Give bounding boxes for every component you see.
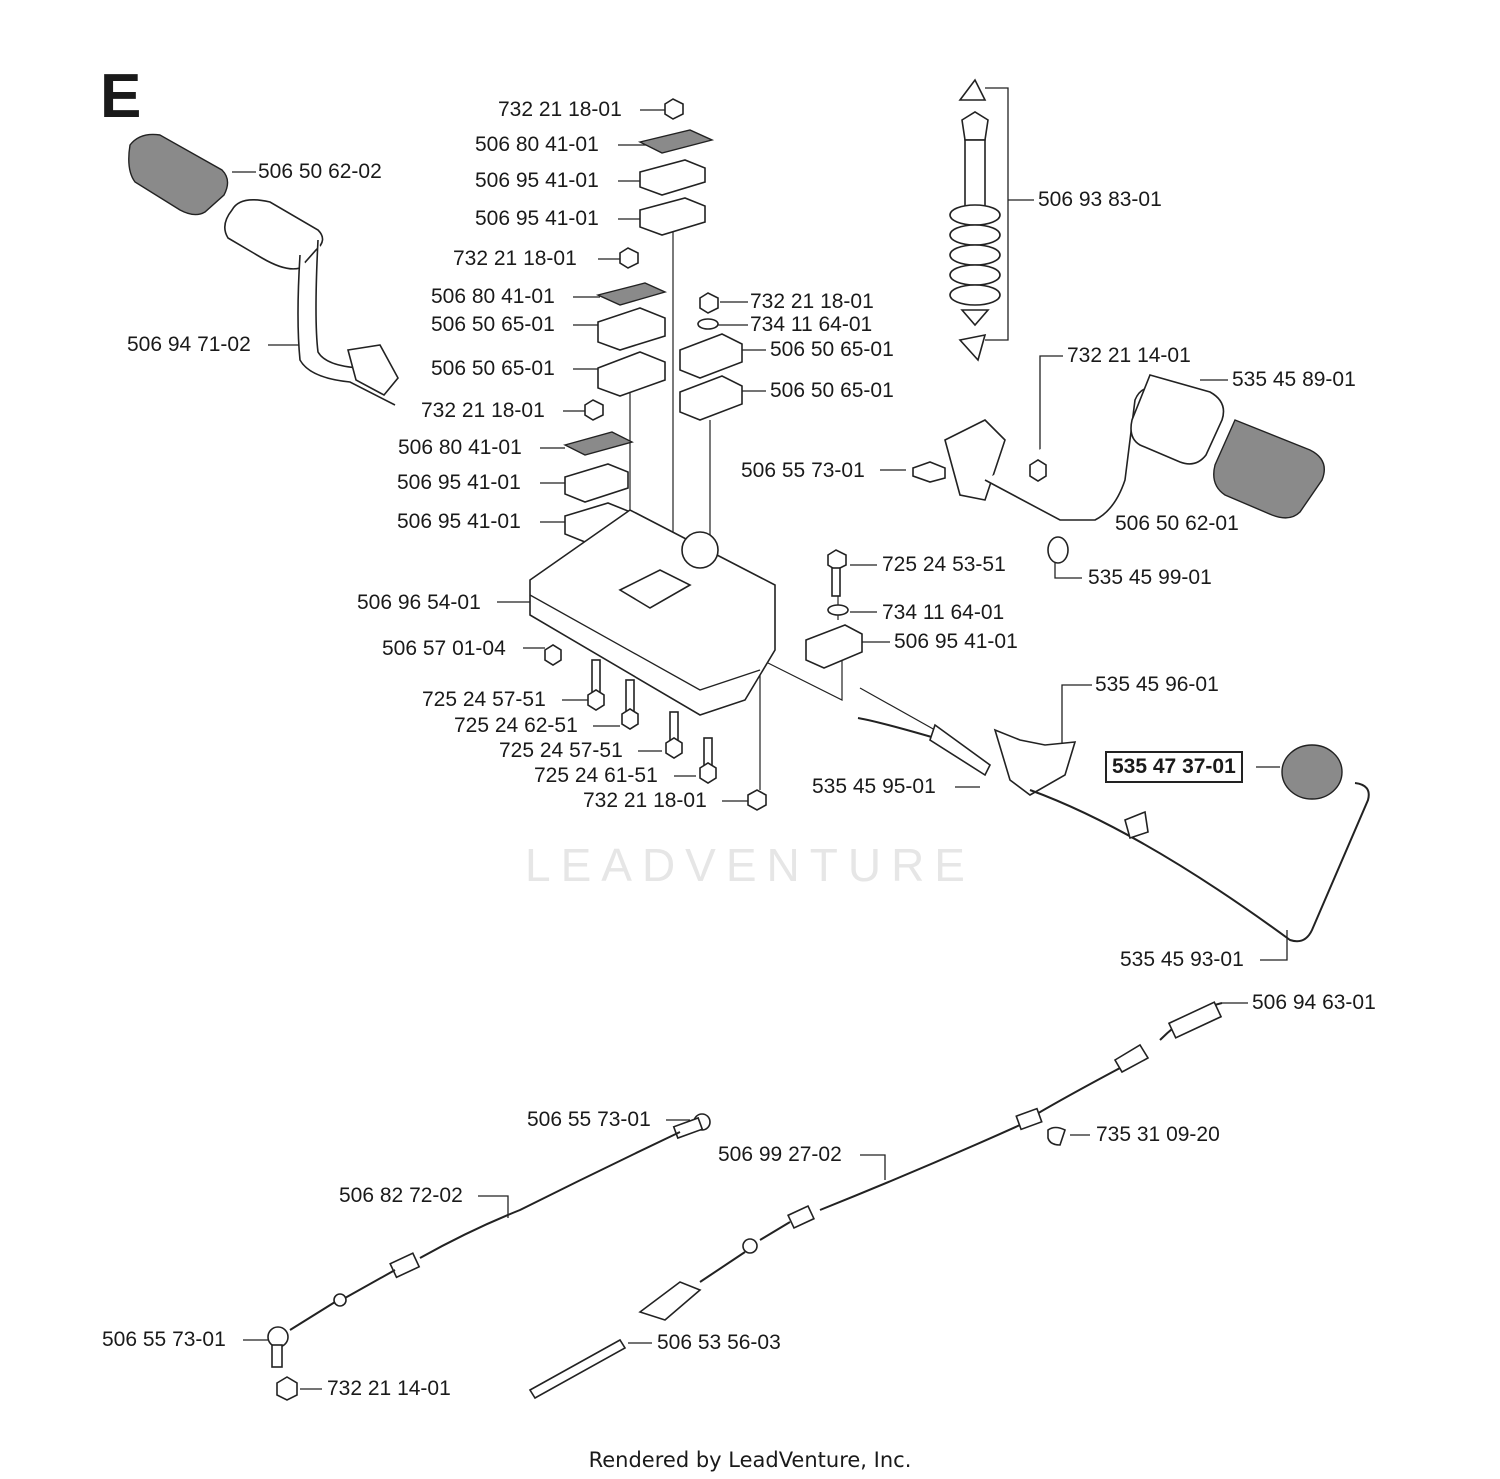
part-label[interactable]: 735 31 09-20 xyxy=(1096,1123,1220,1146)
part-label[interactable]: 506 94 71-02 xyxy=(127,333,251,356)
part-label[interactable]: 506 95 41-01 xyxy=(475,169,599,192)
part-label[interactable]: 732 21 14-01 xyxy=(327,1377,451,1400)
mounting-blocks-stack-center xyxy=(563,98,743,543)
part-label[interactable]: 725 24 53-51 xyxy=(882,553,1006,576)
left-pedal-assembly xyxy=(128,133,399,406)
part-label-highlighted[interactable]: 535 47 37-01 xyxy=(1105,751,1243,783)
part-label[interactable]: 506 55 73-01 xyxy=(102,1328,226,1351)
part-label[interactable]: 725 24 57-51 xyxy=(499,739,623,762)
part-label[interactable]: 506 95 41-01 xyxy=(397,510,521,533)
part-label[interactable]: 506 50 65-01 xyxy=(431,313,555,336)
part-label[interactable]: 506 80 41-01 xyxy=(398,436,522,459)
part-label[interactable]: 506 93 83-01 xyxy=(1038,188,1162,211)
part-label[interactable]: 535 45 99-01 xyxy=(1088,566,1212,589)
part-label[interactable]: 725 24 62-51 xyxy=(454,714,578,737)
part-label[interactable]: 506 50 65-01 xyxy=(770,338,894,361)
section-letter: E xyxy=(100,62,142,131)
part-label[interactable]: 535 45 96-01 xyxy=(1095,673,1219,696)
part-label[interactable]: 732 21 18-01 xyxy=(421,399,545,422)
part-label[interactable]: 506 80 41-01 xyxy=(475,133,599,156)
base-plate xyxy=(529,509,776,811)
part-label[interactable]: 725 24 57-51 xyxy=(422,688,546,711)
part-label[interactable]: 732 21 18-01 xyxy=(453,247,577,270)
part-label[interactable]: 506 50 65-01 xyxy=(770,379,894,402)
part-label[interactable]: 506 50 62-01 xyxy=(1115,512,1239,535)
footer-credit: Rendered by LeadVenture, Inc. xyxy=(588,1448,912,1472)
part-label[interactable]: 506 57 01-04 xyxy=(382,637,506,660)
part-label[interactable]: 535 45 89-01 xyxy=(1232,368,1356,391)
part-label[interactable]: 535 45 93-01 xyxy=(1120,948,1244,971)
cable-assembly-left xyxy=(267,1113,711,1401)
damper-assembly xyxy=(949,78,1001,362)
cable-assembly-right xyxy=(528,1001,1223,1400)
part-label[interactable]: 734 11 64-01 xyxy=(882,601,1005,624)
part-label[interactable]: 506 50 62-02 xyxy=(258,160,382,183)
part-label[interactable]: 535 45 95-01 xyxy=(812,775,936,798)
part-label[interactable]: 506 82 72-02 xyxy=(339,1184,463,1207)
part-label[interactable]: 732 21 18-01 xyxy=(750,290,874,313)
part-label[interactable]: 506 94 63-01 xyxy=(1252,991,1376,1014)
part-label[interactable]: 506 55 73-01 xyxy=(741,459,865,482)
part-label[interactable]: 506 95 41-01 xyxy=(894,630,1018,653)
right-pedal-assembly xyxy=(912,374,1325,564)
part-label[interactable]: 506 53 56-03 xyxy=(657,1331,781,1354)
part-label[interactable]: 732 21 18-01 xyxy=(583,789,707,812)
part-label[interactable]: 506 55 73-01 xyxy=(527,1108,651,1131)
part-label[interactable]: 506 50 65-01 xyxy=(431,357,555,380)
part-label[interactable]: 506 80 41-01 xyxy=(431,285,555,308)
clamp-hardware xyxy=(805,549,863,669)
part-label[interactable]: 725 24 61-51 xyxy=(534,764,658,787)
part-label[interactable]: 732 21 14-01 xyxy=(1067,344,1191,367)
part-label[interactable]: 506 95 41-01 xyxy=(475,207,599,230)
part-label[interactable]: 506 96 54-01 xyxy=(357,591,481,614)
rod-assembly xyxy=(857,717,1370,943)
part-label[interactable]: 734 11 64-01 xyxy=(750,313,873,336)
part-label[interactable]: 732 21 18-01 xyxy=(498,98,622,121)
watermark-text: LEADVENTURE xyxy=(525,839,975,891)
part-label[interactable]: 506 95 41-01 xyxy=(397,471,521,494)
part-label[interactable]: 506 99 27-02 xyxy=(718,1143,842,1166)
